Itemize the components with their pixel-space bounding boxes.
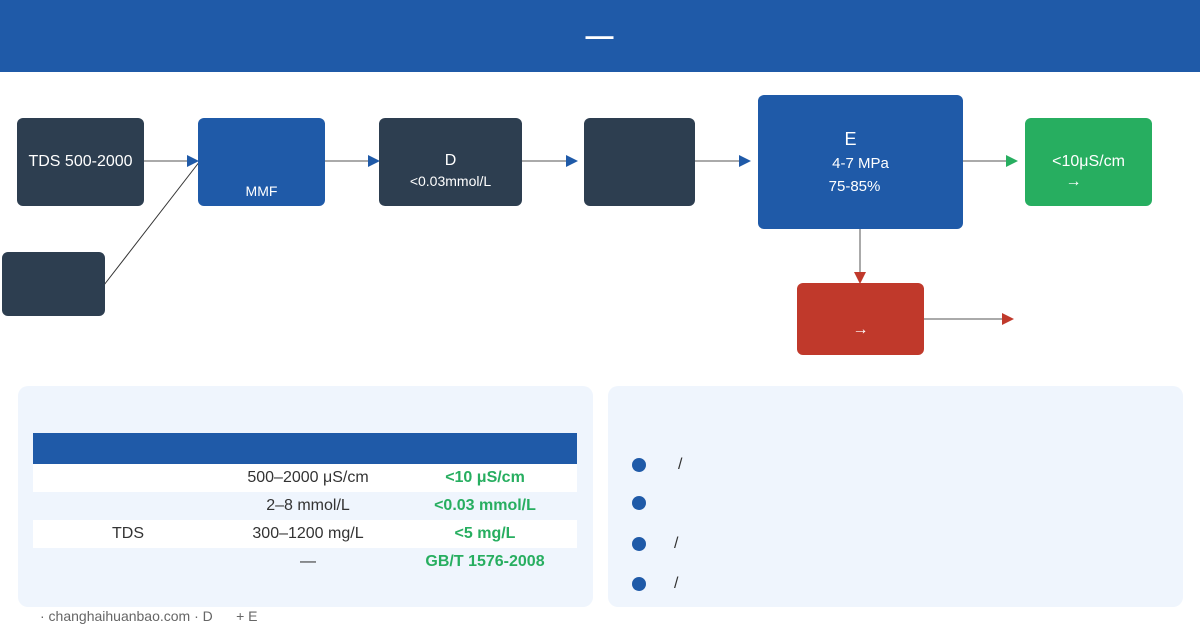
table-row: — GB/T 1576-2008 <box>33 548 577 576</box>
node-product-spec: <10μS/cm <box>1052 153 1125 170</box>
spec-table: 500–2000 μS/cm <10 μS/cm 2–8 mmol/L <0.0… <box>33 433 577 576</box>
list-item: / <box>632 535 678 553</box>
node-softener: D <0.03mmol/L <box>379 118 522 206</box>
bullet-dot-icon <box>632 458 646 472</box>
spec-output: <0.03 mmol/L <box>434 497 536 514</box>
spec-param <box>33 464 223 492</box>
list-item: / <box>632 456 682 474</box>
spec-input: — <box>300 553 316 570</box>
node-product-arrow: → <box>1065 173 1082 190</box>
line-side-to-filter <box>103 160 201 286</box>
spec-output: <10 μS/cm <box>393 464 577 492</box>
spec-input: 500–2000 μS/cm <box>223 464 393 492</box>
spec-output: GB/T 1576-2008 <box>425 553 545 570</box>
page-header: — <box>0 0 1200 72</box>
spec-input: 300–1200 mg/L <box>223 520 393 548</box>
flow-connectors <box>103 155 1018 325</box>
node-softener-spec: <0.03mmol/L <box>409 173 492 190</box>
node-pretreat <box>584 118 695 206</box>
bullet-dot-icon <box>632 577 646 591</box>
feature-text: / <box>678 456 683 473</box>
node-concentrate-arrow: → <box>852 320 869 338</box>
list-item: / <box>632 575 678 593</box>
spec-table-header <box>33 433 577 464</box>
table-row: TDS 300–1200 mg/L <5 mg/L <box>33 520 577 548</box>
node-raw-water: TDS 500-2000 <box>17 118 144 206</box>
spec-header-param <box>33 433 223 464</box>
spec-param <box>33 492 223 520</box>
node-raw-water-label: TDS 500-2000 <box>28 152 133 170</box>
page-title: — <box>585 20 615 51</box>
node-ro-pressure: 4-7 MPa <box>832 155 889 172</box>
node-filter: MMF <box>198 118 325 206</box>
spec-param: TDS <box>33 520 223 548</box>
node-side-source <box>2 252 105 316</box>
footer-credit: · changhaihuanbao.com · D + E <box>40 608 258 624</box>
bullet-dot-icon <box>632 496 646 510</box>
node-ro: E 4-7 MPa 75-85% <box>758 95 963 229</box>
feature-text: / <box>674 575 679 592</box>
node-concentrate: → <box>797 283 924 355</box>
spec-output: <5 mg/L <box>393 520 577 548</box>
table-row: 500–2000 μS/cm <10 μS/cm <box>33 464 577 492</box>
spec-panel: 500–2000 μS/cm <10 μS/cm 2–8 mmol/L <0.0… <box>18 386 593 607</box>
node-product-water: <10μS/cm → <box>1025 118 1152 206</box>
list-item <box>632 496 668 510</box>
node-ro-recovery: 75-85% <box>828 177 881 195</box>
table-row: 2–8 mmol/L <0.03 mmol/L <box>33 492 577 520</box>
feature-text: / <box>674 535 679 552</box>
node-ro-title: E <box>844 129 857 149</box>
footer-text: · changhaihuanbao.com · D + E <box>40 608 258 624</box>
spec-header-output <box>393 433 577 464</box>
node-filter-label: MMF <box>245 183 278 200</box>
bullet-dot-icon <box>632 537 646 551</box>
spec-header-input <box>223 433 393 464</box>
node-softener-title: D <box>444 152 457 169</box>
spec-input: 2–8 mmol/L <box>266 497 350 514</box>
features-panel: / / / <box>608 386 1183 607</box>
spec-param <box>33 548 223 576</box>
